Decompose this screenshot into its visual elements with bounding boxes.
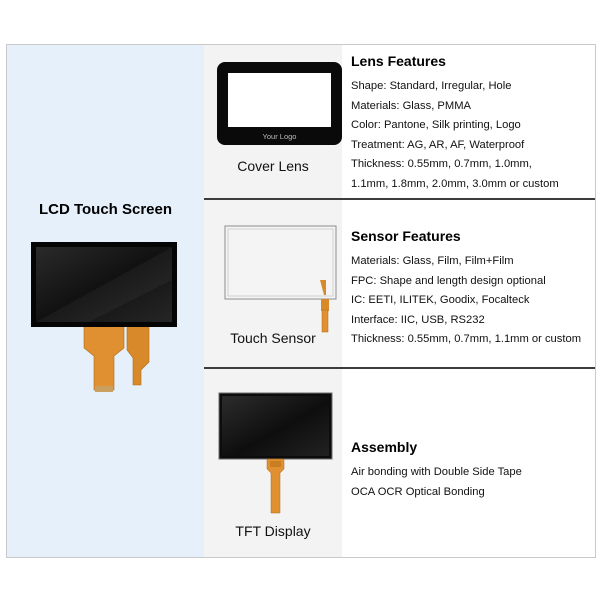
feature-line: Materials: Glass, Film, Film+Film	[351, 255, 514, 267]
cover-lens-row: Your Logo Cover Lens Lens Features Shape…	[204, 45, 595, 198]
feature-line: Air bonding with Double Side Tape	[351, 466, 522, 478]
tft-display-row: TFT Display Assembly Air bonding with Do…	[204, 369, 595, 557]
sensor-features-title: Sensor Features	[351, 228, 461, 244]
assembly-title: Assembly	[351, 439, 418, 455]
feature-line: FPC: Shape and length design optional	[351, 274, 546, 287]
touch-sensor-image	[224, 225, 337, 333]
lens-features-title: Lens Features	[351, 53, 446, 69]
feature-line: Shape: Standard, Irregular, Hole	[351, 80, 512, 92]
tft-display-image	[218, 392, 333, 514]
logo-text: Your Logo	[263, 132, 297, 141]
feature-line: Thickness: 0.55mm, 0.7mm, 1.0mm,	[351, 158, 532, 171]
feature-line: Treatment: AG, AR, AF, Waterproof	[351, 138, 525, 151]
cover-lens-caption: Cover Lens	[237, 158, 309, 174]
overview-panel: LCD Touch Screen	[7, 45, 204, 557]
feature-line: Color: Pantone, Silk printing, Logo	[351, 119, 521, 132]
sensor-features: Sensor Features Materials: Glass, Film, …	[351, 228, 595, 350]
row-divider	[204, 367, 595, 369]
lcd-touch-screen-image	[31, 242, 177, 392]
main-title: LCD Touch Screen	[38, 201, 173, 218]
product-infographic: LCD Touch Screen Your	[6, 44, 596, 558]
lens-features: Lens Features Shape: Standard, Irregular…	[351, 53, 595, 195]
tft-display-caption: TFT Display	[235, 523, 311, 539]
feature-line: Thickness: 0.55mm, 0.7mm, 1.1mm or custo…	[351, 333, 582, 346]
feature-line: 1.1mm, 1.8mm, 2.0mm, 3.0mm or custom	[351, 177, 559, 190]
assembly-features: Assembly Air bonding with Double Side Ta…	[351, 439, 595, 502]
feature-line: OCA OCR Optical Bonding	[351, 485, 485, 498]
touch-sensor-row: Touch Sensor Sensor Features Materials: …	[204, 200, 595, 367]
feature-line: Interface: IIC, USB, RS232	[351, 313, 485, 326]
feature-line: IC: EETI, ILITEK, Goodix, Focalteck	[351, 294, 530, 307]
row-divider	[204, 198, 595, 200]
feature-line: Materials: Glass, PMMA	[351, 99, 471, 112]
touch-sensor-caption: Touch Sensor	[230, 330, 316, 346]
cover-lens-image: Your Logo	[217, 62, 342, 145]
